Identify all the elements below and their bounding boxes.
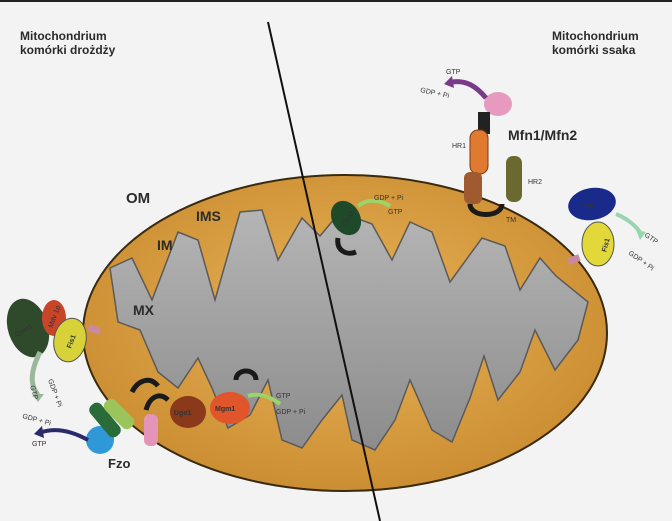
drp1-gtp-arrow (616, 214, 640, 232)
label-ims: IMS (196, 208, 221, 224)
opa1-gtp: GTP (388, 209, 403, 216)
dnm1-gtp: GTP (28, 385, 39, 401)
fzo-gtp: GTP (32, 441, 47, 448)
mfn-gtp: GTP (446, 69, 461, 76)
fzo-gtp-arrow-head (34, 426, 44, 438)
mfn-gdp: GDP + Pi (420, 87, 450, 100)
label-mx: MX (133, 302, 155, 318)
mfn-lower-coil (464, 172, 482, 204)
mfn-gtp-arrow-head (444, 76, 454, 88)
mfn-hr2-label: HR2 (528, 179, 542, 186)
ugo1-label: Ugo1 (174, 410, 192, 417)
right-title-line2: komórki ssaka (552, 43, 636, 57)
mfn-hr2-coil (506, 156, 522, 202)
mfn-gtp-arrow (452, 82, 486, 98)
label-om: OM (126, 190, 150, 207)
fzo-gdp: GDP + Pi (21, 413, 51, 427)
fzo-label: Fzo (108, 456, 130, 471)
opa1-gdp: GDP + Pi (374, 195, 404, 202)
dnm1-gdp: GDP + Pi (46, 378, 63, 408)
fzo-gtp-arrow (42, 430, 88, 440)
fzo-stalk-pink (144, 414, 158, 446)
mfn-hr1-coil (470, 130, 488, 174)
left-title-line2: komórki drożdży (20, 43, 116, 57)
right-title-line1: Mitochondrium (552, 29, 639, 43)
label-im: IM (157, 237, 173, 253)
drp1-gtp: GTP (643, 232, 659, 246)
left-title-line1: Mitochondrium (20, 29, 107, 43)
drp1-label: Drp1 (582, 203, 597, 210)
top-border (0, 0, 672, 2)
mfn-hr1-label: HR1 (452, 143, 466, 150)
mgm1-label: Mgm1 (215, 406, 235, 413)
mgm1-gtp: GTP (276, 393, 291, 400)
drp1-gdp: GDP + Pi (627, 250, 655, 273)
mfn-label: Mfn1/Mfn2 (508, 127, 577, 143)
mfn-tm-label: TM (506, 217, 516, 224)
mgm1-gdp: GDP + Pi (276, 409, 306, 416)
